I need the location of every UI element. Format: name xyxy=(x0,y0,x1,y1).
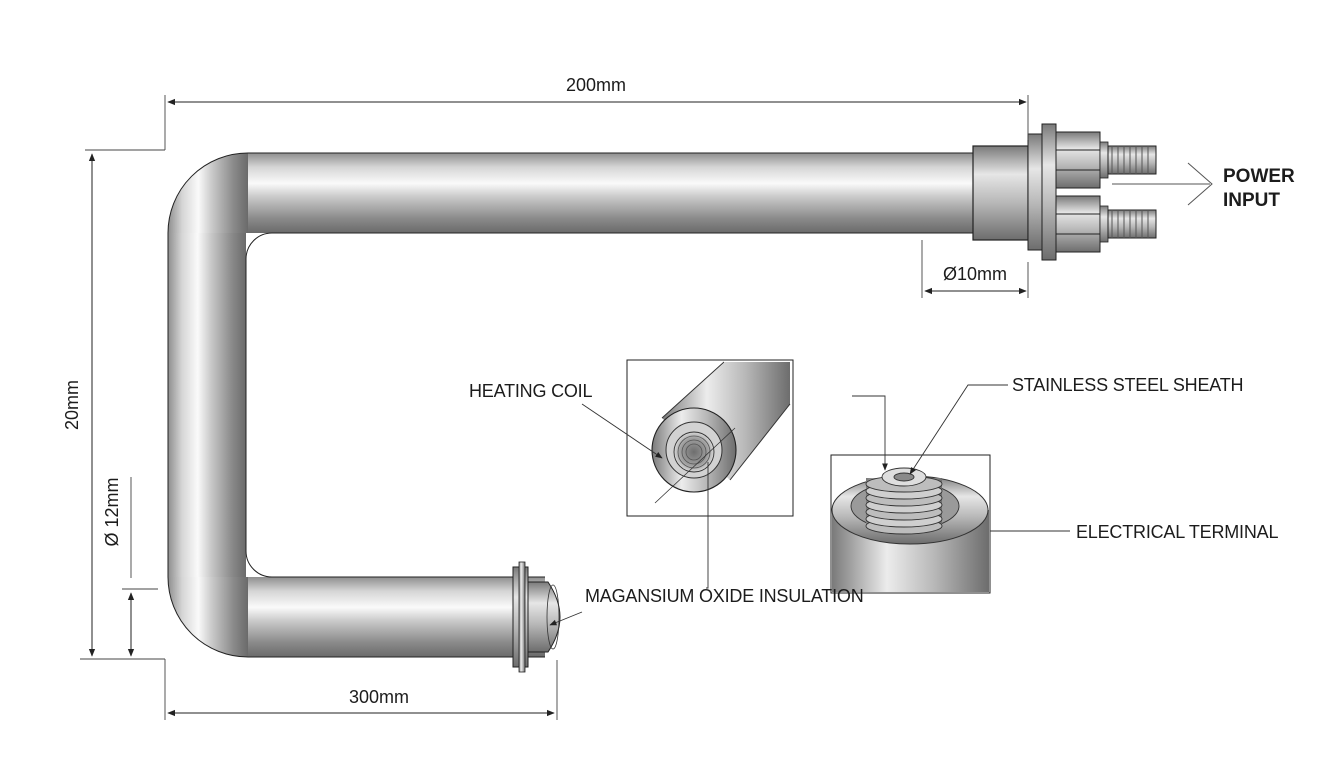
dimension-300mm xyxy=(167,660,558,720)
dimension-label-20mm: 20mm xyxy=(62,380,82,430)
leader-lines xyxy=(549,384,1070,626)
electrical-terminal-label: ELECTRICAL TERMINAL xyxy=(1076,522,1278,542)
dimension-200mm xyxy=(85,95,1029,151)
dimension-12mm xyxy=(122,477,158,657)
terminal-assembly xyxy=(972,123,1213,261)
tube-end-cap xyxy=(512,561,561,673)
stainless-steel-sheath-label: STAINLESS STEEL SHEATH xyxy=(1012,375,1243,395)
dimension-label-200mm: 200mm xyxy=(566,75,626,95)
dimension-10mm xyxy=(921,240,1029,298)
u-shaped-heating-tube xyxy=(167,152,980,658)
magnesium-oxide-insulation-label: MAGANSIUM OXIDE INSULATION xyxy=(585,586,864,606)
power-input-arrow xyxy=(1112,162,1213,206)
dimension-label-10mm: Ø10mm xyxy=(943,264,1007,284)
lower-terminal-stud xyxy=(1055,195,1157,253)
dimension-20mm xyxy=(80,153,166,720)
dimension-label-300mm: 300mm xyxy=(349,687,409,707)
power-input-label-line1: POWER xyxy=(1223,166,1295,187)
heating-coil-label: HEATING COIL xyxy=(469,381,592,401)
tube-cross-section-detail xyxy=(626,359,794,517)
upper-terminal-stud xyxy=(1055,131,1157,189)
terminal-detail xyxy=(830,454,991,594)
power-input-label-line2: INPUT xyxy=(1223,190,1280,211)
dimension-label-12mm: Ø 12mm xyxy=(102,477,122,546)
